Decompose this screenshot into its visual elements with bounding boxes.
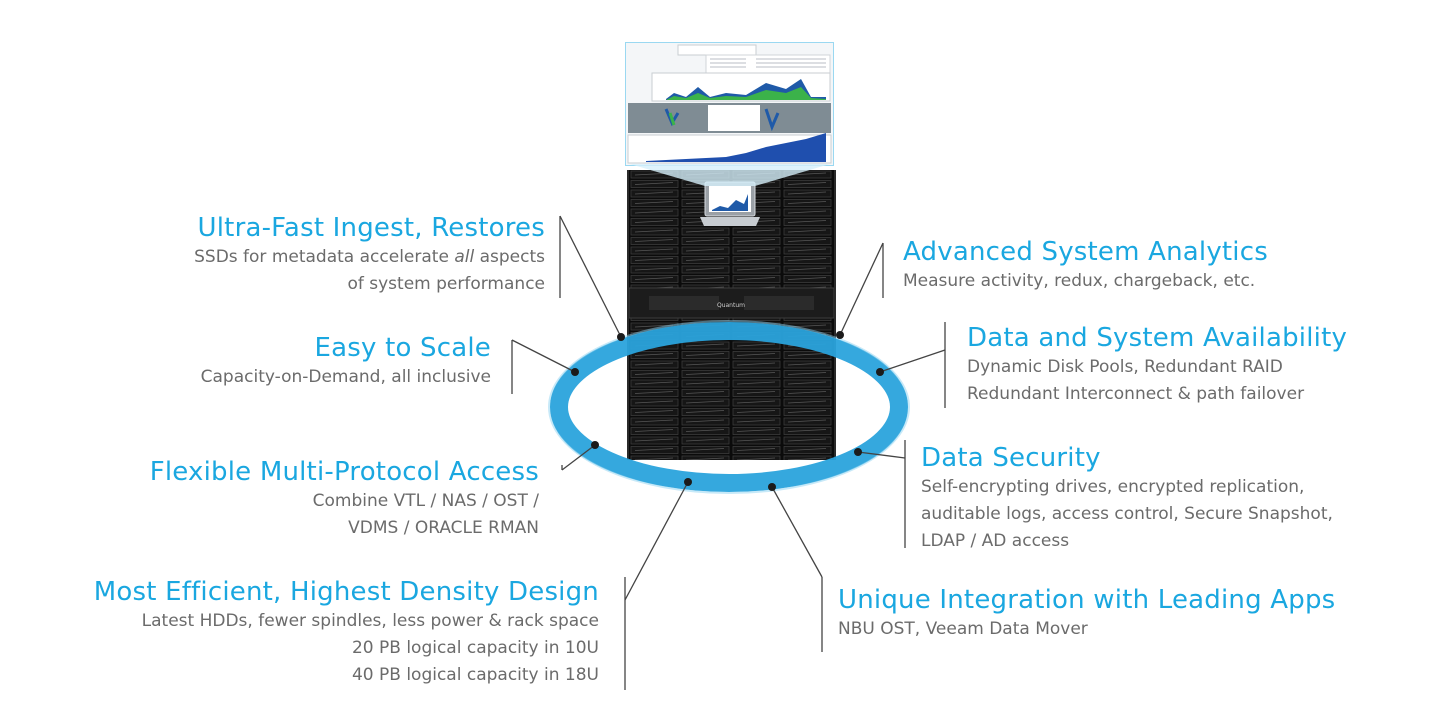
security-desc-line2: auditable logs, access control, Secure S… (921, 504, 1333, 524)
storage-rack: Quantum (627, 170, 836, 460)
protocol-title: Flexible Multi-Protocol Access (149, 457, 539, 487)
callout-security: Data Security Self-encrypting drives, en… (921, 442, 1333, 555)
svg-text:Quantum: Quantum (717, 302, 745, 309)
density-title: Most Efficient, Highest Density Design (93, 577, 599, 607)
availability-title: Data and System Availability (967, 323, 1348, 353)
ingest-title: Ultra-Fast Ingest, Restores (197, 213, 545, 243)
integration-desc: NBU OST, Veeam Data Mover (838, 619, 1088, 639)
integration-title: Unique Integration with Leading Apps (838, 585, 1336, 615)
callout-density: Most Efficient, Highest Density Design L… (94, 576, 599, 689)
analytics-desc: Measure activity, redux, chargeback, etc… (903, 271, 1256, 291)
ingest-desc-part2: aspects (474, 247, 545, 267)
callout-analytics: Advanced System Analytics Measure activi… (903, 236, 1268, 295)
protocol-desc-line1: Combine VTL / NAS / OST / (312, 491, 539, 511)
callout-integration: Unique Integration with Leading Apps NBU… (838, 584, 1335, 643)
security-title: Data Security (921, 443, 1101, 473)
ingest-desc-line2: of system performance (347, 274, 545, 294)
density-desc-line1: Latest HDDs, fewer spindles, less power … (141, 611, 599, 631)
security-desc-line3: LDAP / AD access (921, 531, 1070, 551)
density-desc-line2: 20 PB logical capacity in 10U (351, 638, 599, 658)
analytics-title: Advanced System Analytics (903, 237, 1268, 267)
ingest-desc-part1: SSDs for metadata accelerate (194, 247, 455, 267)
scale-desc: Capacity-on-Demand, all inclusive (200, 367, 491, 387)
security-desc-line1: Self-encrypting drives, encrypted replic… (921, 477, 1305, 497)
callout-protocol: Flexible Multi-Protocol Access Combine V… (150, 456, 539, 542)
protocol-desc-line2: VDMS / ORACLE RMAN (348, 518, 539, 538)
analytics-screenshot (625, 42, 834, 166)
ingest-desc-italic: all (454, 247, 475, 267)
callout-availability: Data and System Availability Dynamic Dis… (967, 322, 1347, 408)
laptop-icon (700, 181, 760, 226)
ingest-desc: SSDs for metadata accelerate all aspects (194, 244, 545, 271)
callout-ingest: Ultra-Fast Ingest, Restores SSDs for met… (194, 212, 545, 298)
analytics-screenshot-graphic (626, 43, 833, 165)
availability-desc-line2: Redundant Interconnect & path failover (967, 384, 1305, 404)
availability-desc-line1: Dynamic Disk Pools, Redundant RAID (967, 357, 1283, 377)
callout-scale: Easy to Scale Capacity-on-Demand, all in… (201, 332, 491, 391)
scale-title: Easy to Scale (314, 333, 491, 363)
density-desc-line3: 40 PB logical capacity in 18U (351, 665, 599, 685)
